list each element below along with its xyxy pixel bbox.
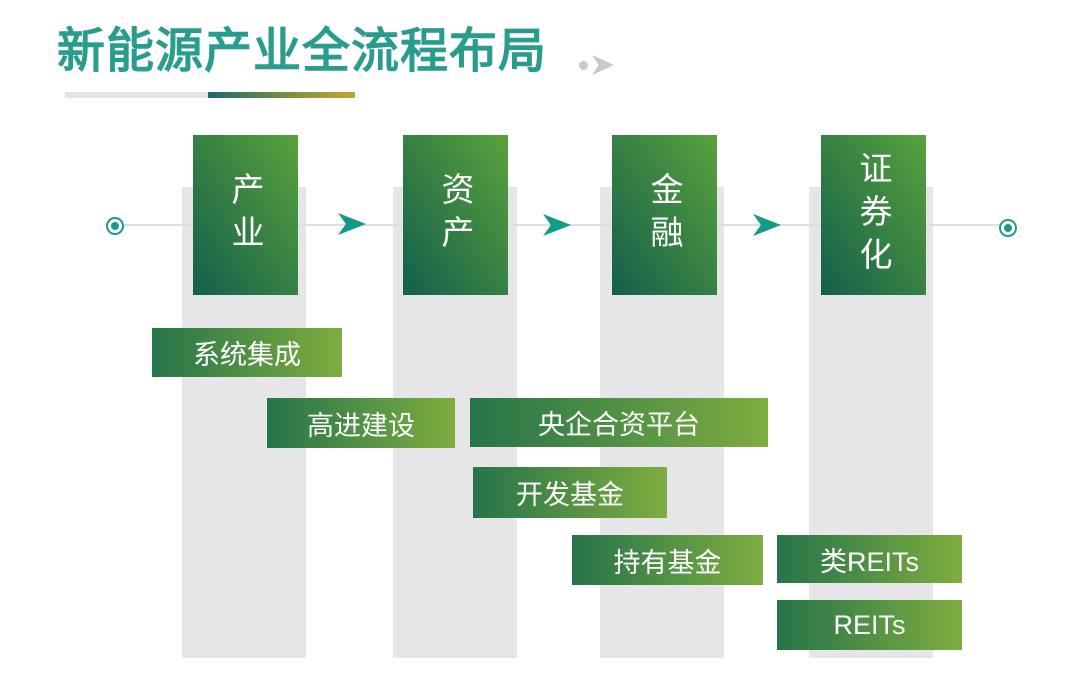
tag-reits: REITs [777, 600, 962, 650]
timeline-start-dot [111, 222, 119, 230]
stage-label: 证券化 [855, 150, 892, 280]
timeline-end-dot [1004, 224, 1012, 232]
tag-holding-fund: 持有基金 [572, 535, 763, 585]
tag-soe-joint-venture-platform: 央企合资平台 [470, 398, 768, 447]
tag-development-fund: 开发基金 [473, 467, 667, 518]
title-underline-gradient [208, 92, 355, 98]
stage-box-assets: 资产 [403, 135, 508, 295]
stage-label: 产业 [227, 172, 264, 258]
tag-system-integration: 系统集成 [152, 328, 342, 377]
stage-box-securitization: 证券化 [821, 135, 926, 295]
timeline-start-ring-dot-icon [106, 217, 124, 235]
title-chevron-right-icon [592, 55, 614, 75]
tag-gaojin-construction: 高进建设 [267, 398, 455, 448]
page-title: 新能源产业全流程布局 [57, 25, 548, 78]
tag-quasi-reits: 类REITs [777, 535, 962, 583]
title-underline-gray [65, 92, 208, 98]
stage-box-finance: 金融 [612, 135, 717, 295]
timeline-end-ring-dot-icon [999, 219, 1017, 237]
stage-label: 金融 [646, 172, 683, 258]
title-arrow-dot-icon [579, 61, 588, 70]
stage-label: 资产 [437, 172, 474, 258]
stage-box-industry: 产业 [193, 135, 298, 295]
